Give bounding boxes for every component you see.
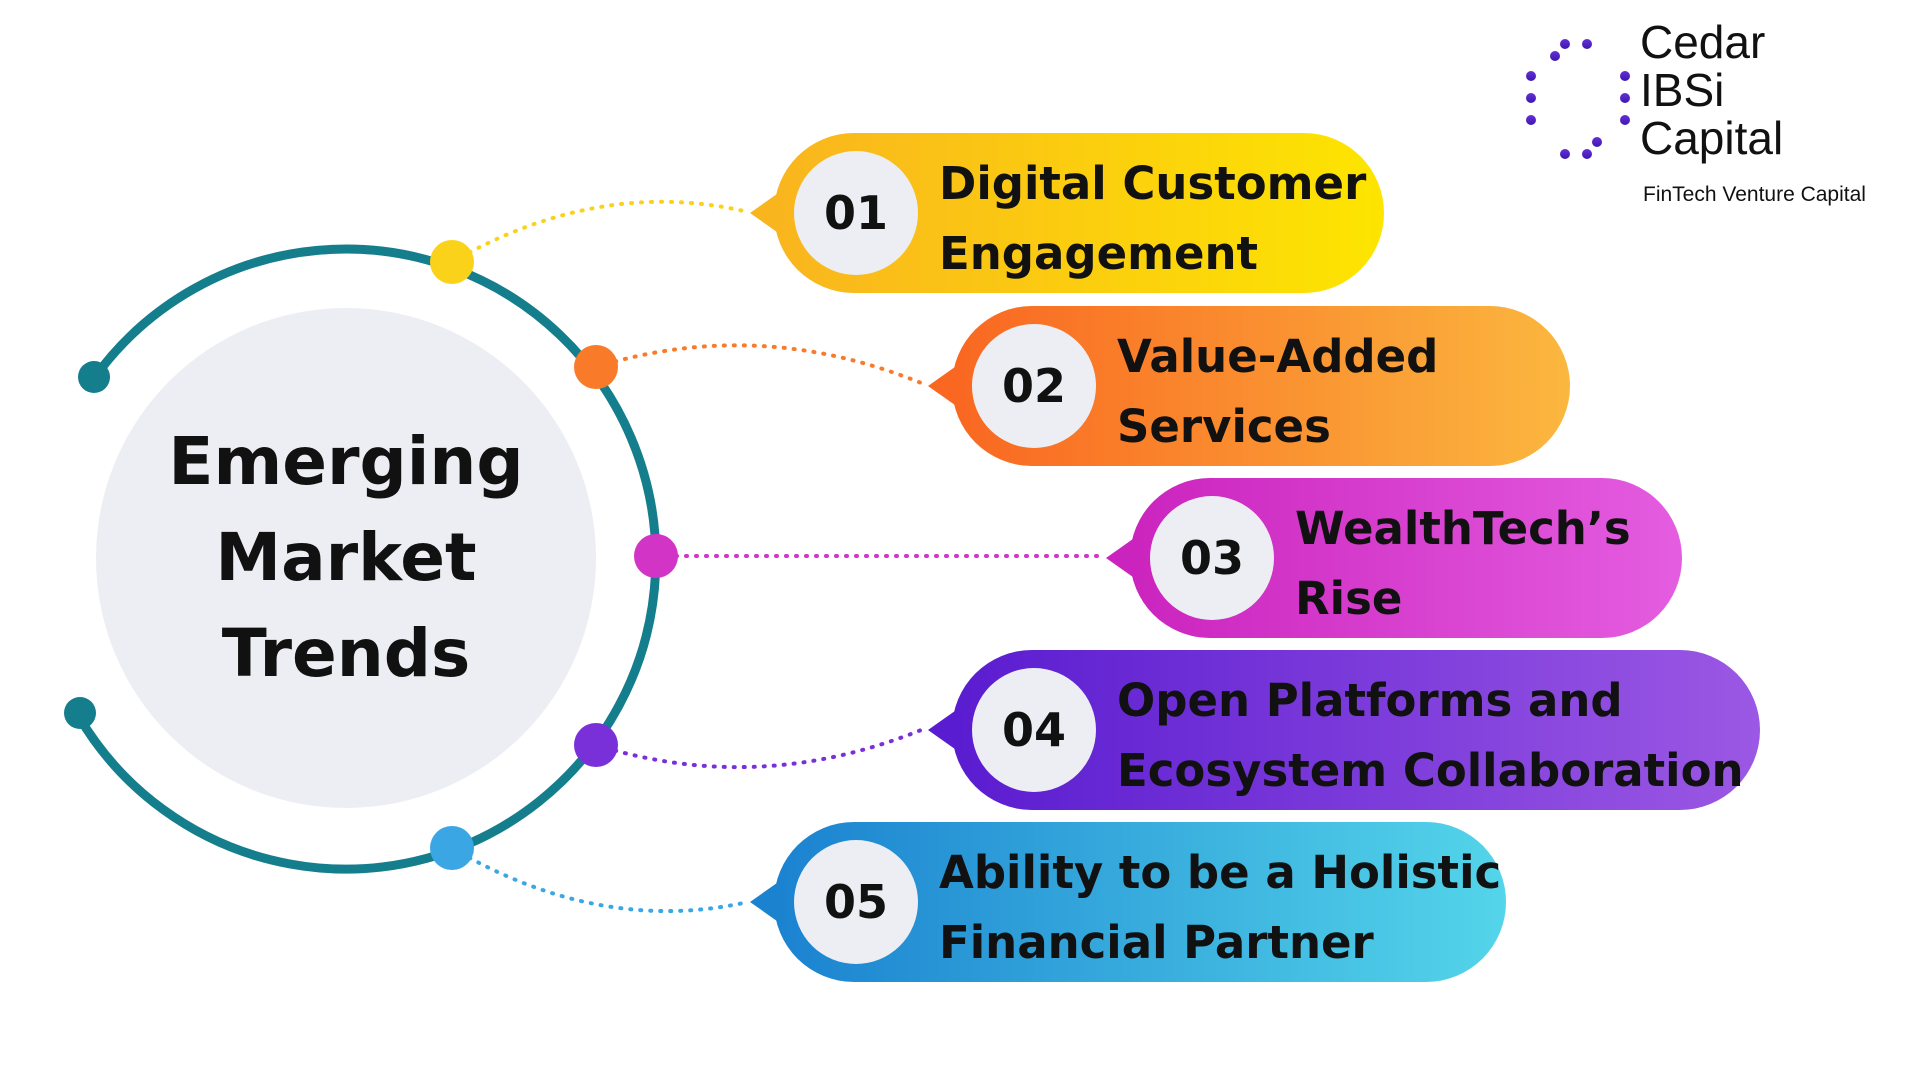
trend-number: 03 xyxy=(1150,496,1274,620)
pill-pointer xyxy=(1106,534,1140,582)
connector-dot-04 xyxy=(574,723,618,767)
ring-end-cap-bottom xyxy=(64,697,96,729)
trend-label-line: Services xyxy=(1117,400,1331,453)
trend-label-line: Rise xyxy=(1295,572,1403,625)
trend-number: 05 xyxy=(794,840,918,964)
trend-label: Ability to be a Holistic Financial Partn… xyxy=(939,838,1502,978)
connector-line-04 xyxy=(594,726,928,770)
connector-dot-01 xyxy=(430,240,474,284)
connector-line-02 xyxy=(594,343,928,387)
trend-number: 04 xyxy=(972,668,1096,792)
logo-name-line: Capital xyxy=(1640,112,1784,164)
trend-label-line: Engagement xyxy=(939,227,1259,280)
trend-label-line: Open Platforms and xyxy=(1117,674,1623,727)
trend-pill-04: 04 Open Platforms and Ecosystem Collabor… xyxy=(928,650,1760,810)
center-title: Emerging Market Trends xyxy=(96,308,596,808)
trend-pill-02: 02 Value-Added Services xyxy=(928,306,1570,466)
trend-label-line: Ecosystem Collaboration xyxy=(1117,744,1744,797)
trend-label-line: Value-Added xyxy=(1117,330,1439,383)
trend-number: 02 xyxy=(972,324,1096,448)
trend-label: Open Platforms and Ecosystem Collaborati… xyxy=(1117,666,1744,806)
trend-label: Value-Added Services xyxy=(1117,322,1550,462)
connector-dot-05 xyxy=(430,826,474,870)
center-title-line: Market xyxy=(215,519,477,596)
connector-line-01 xyxy=(450,199,750,264)
pill-pointer xyxy=(928,706,962,754)
trend-label: WealthTech’s Rise xyxy=(1295,494,1662,634)
trend-pill-01: 01 Digital Customer Engagement xyxy=(750,133,1384,293)
trend-pill-03: 03 WealthTech’s Rise xyxy=(1106,478,1682,638)
connector-dot-02 xyxy=(574,345,618,389)
brand-logo: Cedar IBSi Capital FinTech Venture Capit… xyxy=(1525,18,1905,218)
trend-label-line: WealthTech’s xyxy=(1295,502,1631,555)
logo-name-line: IBSi xyxy=(1640,64,1725,116)
pill-pointer xyxy=(750,189,784,237)
trend-pill-05: 05 Ability to be a Holistic Financial Pa… xyxy=(750,822,1506,982)
ring-end-cap-top xyxy=(78,361,110,393)
trend-number: 01 xyxy=(794,151,918,275)
center-title-line: Trends xyxy=(221,615,471,692)
logo-wordmark: Cedar IBSi Capital xyxy=(1640,18,1783,162)
trend-label-line: Digital Customer xyxy=(939,157,1367,210)
logo-name-line: Cedar xyxy=(1640,16,1766,68)
trend-label-line: Ability to be a Holistic xyxy=(939,846,1502,899)
trend-label: Digital Customer Engagement xyxy=(939,149,1367,289)
pill-pointer xyxy=(750,878,784,926)
circuit-grid-icon xyxy=(1526,39,1630,159)
connector-dot-03 xyxy=(634,534,678,578)
connector-line-05 xyxy=(450,846,750,914)
pill-pointer xyxy=(928,362,962,410)
trend-label-line: Financial Partner xyxy=(939,916,1374,969)
center-title-line: Emerging xyxy=(168,423,524,500)
logo-tagline: FinTech Venture Capital xyxy=(1643,183,1866,206)
center-circle xyxy=(96,308,596,808)
